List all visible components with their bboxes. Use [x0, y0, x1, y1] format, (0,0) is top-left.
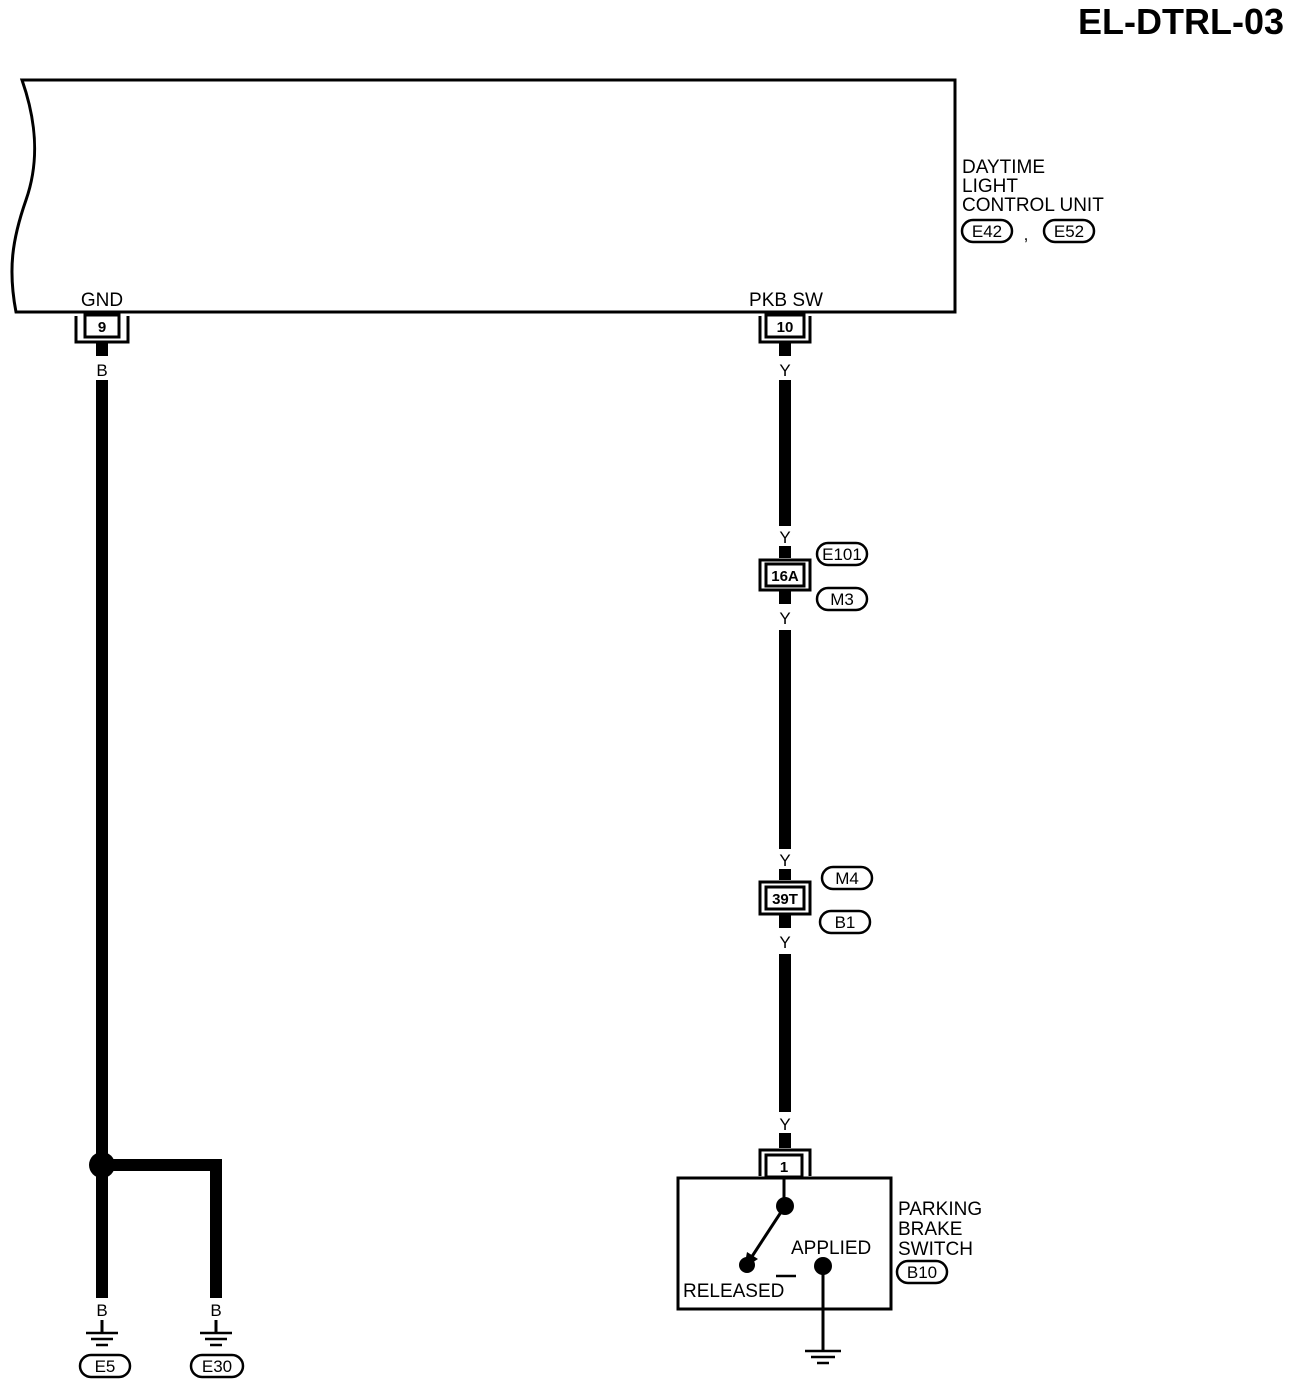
connector-badge-m4: M4 [820, 865, 874, 891]
diagram-title: EL-DTRL-03 [1078, 1, 1284, 42]
wire-color-label: Y [779, 933, 790, 952]
ground-badge-e5: E5 [78, 1353, 132, 1379]
svg-text:LIGHT: LIGHT [962, 176, 1018, 197]
svg-text:E101: E101 [822, 545, 862, 564]
inline-connector-39t: 39T [758, 880, 812, 916]
switch-applied-contact [776, 1257, 832, 1350]
inline-connector-16a: 16A [758, 558, 812, 592]
svg-text:9: 9 [98, 319, 106, 336]
wire-color-label: Y [779, 851, 790, 870]
connector-badge-e101: E101 [815, 541, 869, 567]
svg-text:M3: M3 [830, 590, 854, 609]
svg-text:B1: B1 [835, 913, 856, 932]
svg-text:16A: 16A [771, 568, 799, 585]
svg-text:M4: M4 [835, 869, 859, 888]
wire-color-label: B [96, 1301, 107, 1320]
svg-text:E42: E42 [972, 222, 1002, 241]
connector-separator: , [1024, 225, 1029, 244]
svg-text:E5: E5 [95, 1357, 116, 1376]
wire-color-label: B [210, 1301, 221, 1320]
wire-color-label: Y [779, 1115, 790, 1134]
ground-badge-e30: E30 [189, 1353, 245, 1379]
switch-contact-arm [739, 1178, 794, 1273]
switch-state-released: RELEASED [683, 1281, 784, 1302]
connector-badge-b10: B10 [895, 1259, 949, 1285]
wire-color-label: Y [779, 528, 790, 547]
ground-symbol [200, 1320, 232, 1347]
wire-segment [102, 1159, 222, 1298]
connector-badge-m3: M3 [815, 586, 869, 612]
svg-text:10: 10 [777, 319, 794, 336]
parking-brake-switch-name: PARKING BRAKE SWITCH [898, 1199, 982, 1260]
terminal-pin-10: 10 [758, 313, 812, 344]
connector-badge-e42: E42 [960, 218, 1014, 244]
svg-text:E30: E30 [202, 1357, 232, 1376]
terminal-label-gnd: GND [81, 290, 123, 311]
svg-text:1: 1 [780, 1159, 788, 1176]
wire-color-label: Y [779, 361, 790, 380]
svg-text:39T: 39T [772, 891, 798, 908]
svg-text:E52: E52 [1054, 222, 1084, 241]
svg-text:CONTROL UNIT: CONTROL UNIT [962, 195, 1104, 216]
svg-text:BRAKE: BRAKE [898, 1219, 962, 1240]
connector-badge-e52: E52 [1042, 218, 1096, 244]
control-unit-box [10, 78, 957, 314]
control-unit-name: DAYTIME LIGHT CONTROL UNIT [962, 157, 1104, 216]
wire-color-label: Y [779, 609, 790, 628]
wire-color-label: B [96, 361, 107, 380]
terminal-label-pkb-sw: PKB SW [749, 290, 823, 311]
switch-terminal-pin-1: 1 [758, 1148, 812, 1179]
svg-text:B10: B10 [907, 1263, 937, 1282]
svg-text:DAYTIME: DAYTIME [962, 157, 1045, 178]
switch-state-applied: APPLIED [791, 1238, 871, 1259]
ground-symbol [805, 1349, 841, 1365]
ground-symbol [86, 1320, 118, 1347]
svg-text:SWITCH: SWITCH [898, 1239, 973, 1260]
terminal-pin-9: 9 [74, 313, 130, 344]
svg-text:PARKING: PARKING [898, 1199, 982, 1220]
connector-badge-b1: B1 [818, 909, 872, 935]
